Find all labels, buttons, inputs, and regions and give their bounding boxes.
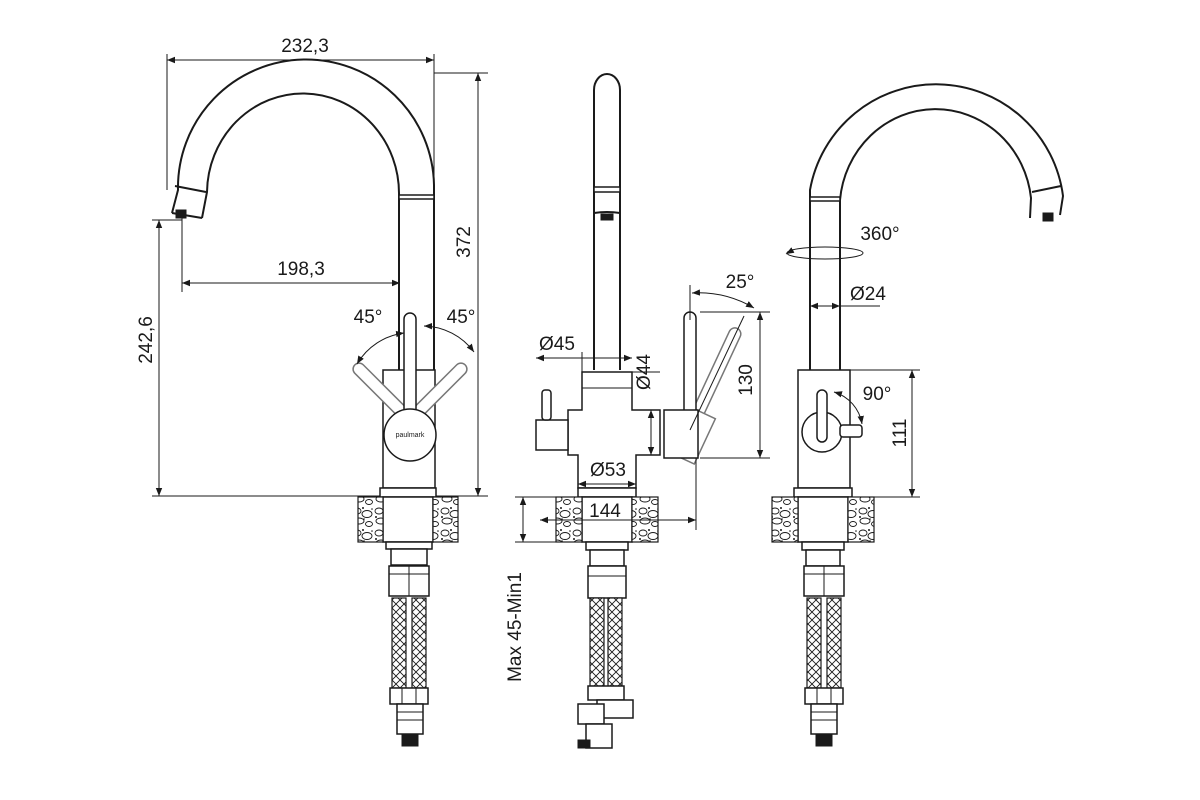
spout-outline — [593, 73, 621, 370]
countertop-section-left — [771, 496, 799, 543]
supply-hose — [607, 597, 623, 687]
supply-hose — [391, 597, 407, 689]
dim-body-diameter: Ø44 — [634, 354, 655, 390]
supply-hose — [806, 597, 822, 689]
dim-spout-reach-outlet: 198,3 — [277, 259, 325, 280]
supply-hose — [826, 597, 842, 689]
side-view: Ø45 Ø44 Ø53 25° 130 144 Max 45-Min1 — [505, 73, 770, 749]
dim-lever-angle-left: 45° — [354, 307, 383, 328]
lever-handle — [816, 389, 828, 443]
supply-hose — [411, 597, 427, 689]
base-ring — [577, 487, 637, 498]
dim-outlet-height: 242,6 — [136, 316, 157, 364]
dim-handle-rotation: 90° — [863, 384, 892, 405]
lever-handle — [683, 311, 697, 425]
brand-logo: paulmark — [396, 432, 425, 439]
lever-handle — [403, 312, 417, 424]
dim-mounting-thickness: Max 45-Min1 — [505, 572, 526, 682]
spout-outline — [171, 58, 435, 372]
dim-total-height: 372 — [454, 226, 475, 258]
supply-hose — [589, 597, 605, 687]
dim-base-width: 144 — [589, 501, 621, 522]
spout-outline — [809, 83, 1065, 372]
dim-lever-height: 130 — [736, 364, 757, 396]
base-ring — [793, 487, 853, 498]
dim-base-diameter: Ø53 — [590, 460, 626, 481]
handle-knob — [383, 408, 437, 462]
back-view: 360° Ø24 90° 111 — [771, 83, 1065, 747]
base-ring — [379, 487, 437, 498]
dim-swivel-angle: 360° — [860, 224, 899, 245]
dim-body-height: 111 — [890, 419, 911, 448]
dim-tube-diameter: Ø24 — [850, 284, 886, 305]
countertop-section-right — [847, 496, 875, 543]
dim-lever-tilt-angle: 25° — [726, 272, 755, 293]
dim-spout-diameter: Ø45 — [539, 334, 575, 355]
spout-inner-outline — [201, 92, 401, 372]
spout-inner-outline — [839, 108, 1033, 372]
aerator — [175, 209, 187, 219]
countertop-section-left — [357, 496, 384, 543]
dim-spout-reach-total: 232,3 — [281, 36, 329, 57]
dim-lever-angle-right: 45° — [447, 307, 476, 328]
front-view: paulmark 232,3 198,3 372 — [136, 36, 488, 747]
countertop-section-right — [432, 496, 459, 543]
